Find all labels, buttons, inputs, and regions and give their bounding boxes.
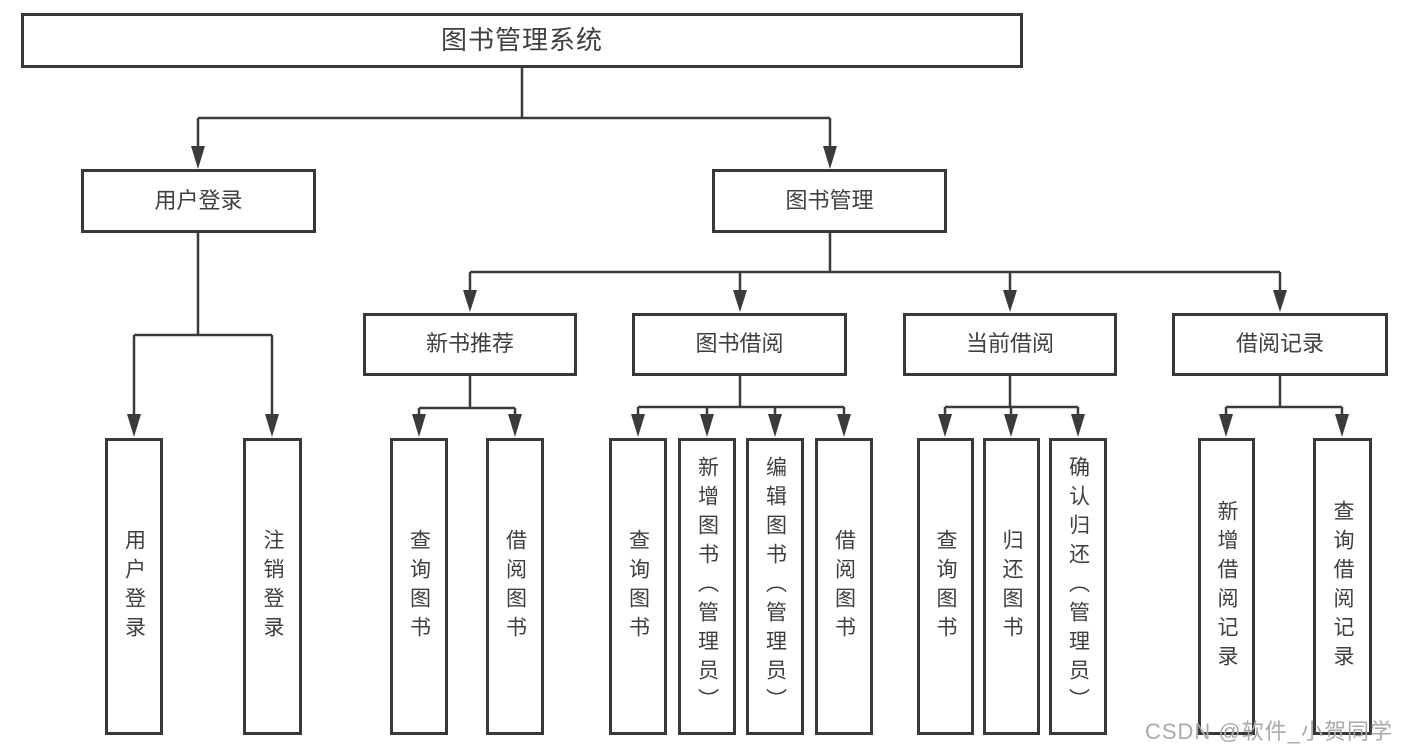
node-user-login-branch: 用户登录 (81, 169, 316, 233)
node-leaf-return-books: 归还图书 (983, 438, 1040, 735)
arrowhead (1273, 290, 1287, 312)
arrowhead (412, 414, 426, 437)
arrowhead (265, 414, 279, 437)
connector-root-to-level2 (191, 68, 837, 169)
connector-current-borrow-children (938, 376, 1085, 437)
node-leaf-confirm-return-admin: 确认归还（管理员） (1049, 438, 1107, 735)
csdn-watermark: CSDN @软件_小贺同学 (1144, 719, 1393, 744)
connector-book-mgmt-children (463, 233, 1287, 312)
arrowhead (700, 414, 714, 437)
node-leaf-query-books-rec: 查询图书 (390, 438, 448, 735)
node-borrowing-records: 借阅记录 (1172, 313, 1388, 376)
node-new-book-recommendation: 新书推荐 (363, 313, 577, 376)
arrowhead (837, 414, 851, 437)
arrowhead (508, 414, 522, 437)
arrowhead (631, 414, 645, 437)
arrowhead (1004, 414, 1018, 437)
arrowhead (1003, 290, 1017, 312)
arrowhead (733, 290, 747, 312)
node-leaf-user-login: 用户登录 (105, 438, 163, 735)
node-book-management-branch: 图书管理 (712, 169, 947, 233)
connector-user-login-children (127, 233, 279, 437)
node-leaf-edit-books-admin: 编辑图书（管理员） (746, 438, 804, 735)
node-leaf-borrow-books: 借阅图书 (815, 438, 873, 735)
node-leaf-add-borrow-record: 新增借阅记录 (1198, 438, 1255, 735)
node-leaf-logout: 注销登录 (243, 438, 302, 735)
arrowhead (1335, 414, 1349, 437)
node-current-borrowing: 当前借阅 (903, 313, 1117, 376)
node-library-management-system: 图书管理系统 (21, 13, 1023, 68)
node-leaf-query-books-borrow: 查询图书 (609, 438, 667, 735)
connector-book-borrow-children (631, 376, 851, 437)
arrowhead (463, 290, 477, 312)
arrowhead (191, 146, 205, 169)
node-leaf-borrow-books-rec: 借阅图书 (486, 438, 544, 735)
arrowhead (938, 414, 952, 437)
arrowhead (1219, 414, 1233, 437)
arrowhead (768, 414, 782, 437)
arrowhead (823, 146, 837, 169)
node-leaf-query-books-current: 查询图书 (917, 438, 974, 735)
connector-borrow-records-children (1219, 376, 1349, 437)
node-leaf-query-borrow-record: 查询借阅记录 (1313, 438, 1372, 735)
arrowhead (1071, 414, 1085, 437)
node-book-borrowing: 图书借阅 (632, 313, 847, 376)
arrowhead (127, 414, 141, 437)
connector-new-book-rec-children (412, 376, 522, 437)
node-leaf-add-books-admin: 新增图书（管理员） (678, 438, 736, 735)
